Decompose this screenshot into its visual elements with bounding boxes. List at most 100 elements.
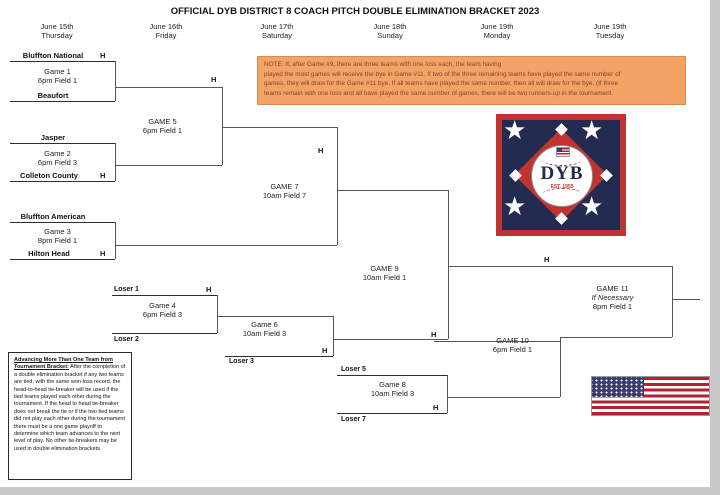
game-number: Game 6 [251,320,278,329]
column-day: Monday [483,31,511,40]
game6-winner-line [333,339,448,340]
connector-line [115,143,116,181]
game8-winner-line [447,397,560,398]
home-marker: H [431,330,437,339]
loser-label-2: Loser 2 [114,336,139,343]
team-label-jasper: Jasper [40,133,66,142]
game5-bracket-line [222,87,223,165]
slot-line-loser3 [225,356,333,357]
slot-line-colleton-county [10,181,115,182]
page-title: OFFICIAL DYB DISTRICT 8 COACH PITCH DOUB… [170,6,540,17]
game-time-field: 10am Field 3 [242,329,287,338]
slot-line-loser5 [337,375,447,376]
team-label-beaufort: Beaufort [37,91,69,100]
game-number: Game 1 [44,67,71,76]
dyb-logo: ★ ★ ★ ★ DYB EST. 1955 [496,114,626,236]
game10-bracket-line [560,337,561,397]
dyb-logo-field: ★ ★ ★ ★ DYB EST. 1955 [502,115,620,230]
connector-line [217,295,218,333]
game11-bracket-line [672,266,673,337]
game-number: Game 3 [44,227,71,236]
home-marker: H [318,146,324,155]
slot-line-loser2 [112,333,217,334]
game5-winner-line [222,127,337,128]
game-time-field: 6pm Field 1 [492,345,533,354]
game-number: GAME 10 [496,336,529,345]
game-time-field: 10am Field 7 [262,191,307,200]
note-line: played the most games will receive the b… [264,70,621,78]
game4-winner-line [217,316,333,317]
champion-line [672,299,700,300]
column-day: Thursday [41,31,73,40]
game9-winner-line [448,266,672,267]
game3-winner-line [115,245,337,246]
home-marker: H [206,285,212,294]
home-marker: H [322,346,328,355]
star-icon: ★ [580,191,604,221]
slot-line-bluffton-american [10,222,115,223]
team-label-bluffton-national: Bluffton National [22,51,84,60]
us-flag-icon [591,376,710,416]
slot-line-jasper [10,143,115,144]
home-marker: H [100,51,106,60]
baseball-icon: DYB EST. 1955 [531,145,593,207]
column-day: Saturday [261,31,293,40]
star-icon: ★ [503,115,527,145]
game-time-field: 8pm Field 1 [37,236,78,245]
team-label-hilton-head: Hilton Head [28,249,70,258]
star-icon: ★ [580,115,604,145]
team-label-colleton-county: Colleton County [20,171,78,180]
logo-initials: DYB [540,163,584,184]
note-line: NOTE: If, after Game #9, there are three… [264,61,502,68]
column-date: June 17th [260,22,294,31]
rules-heading: Advancing More Than One Team from Tourna… [14,357,113,371]
column-date: June 15th [40,22,74,31]
note-line: teams remain with one loss and all have … [264,89,614,97]
column-day: Friday [155,31,177,40]
home-marker: H [100,249,106,258]
game-qualifier: If Necessary [591,293,634,302]
column-day: Tuesday [595,31,625,40]
game9-loser-line [434,341,560,342]
slot-line-loser7 [337,413,447,414]
home-marker: H [433,403,439,412]
home-marker: H [544,255,550,264]
game-time-field: 6pm Field 3 [37,158,78,167]
slot-line-loser1 [112,295,217,296]
game-number: GAME 9 [370,264,399,273]
team-label-bluffton-american: Bluffton American [20,212,86,221]
flag-canton [592,377,644,398]
loser-label-5: Loser 5 [341,366,366,373]
game-time-field: 8pm Field 1 [592,302,633,311]
game-time-field: 6pm Field 1 [37,76,78,85]
game1-winner-line [115,87,222,88]
loser-label-3: Loser 3 [229,358,254,365]
rules-body: After the completion of a double elimina… [14,364,126,452]
game-number: Game 4 [149,301,176,310]
loser-label-7: Loser 7 [341,416,366,423]
note-box: NOTE: If, after Game #9, there are three… [257,56,686,105]
note-line: games, they will draw for the Game #11 b… [264,80,619,88]
stitch-icon [542,153,582,166]
stitch-icon [542,188,582,201]
game-time-field: 10am Field 3 [370,389,415,398]
game-number: GAME 5 [148,117,177,126]
bracket-page: OFFICIAL DYB DISTRICT 8 COACH PITCH DOUB… [0,0,710,487]
